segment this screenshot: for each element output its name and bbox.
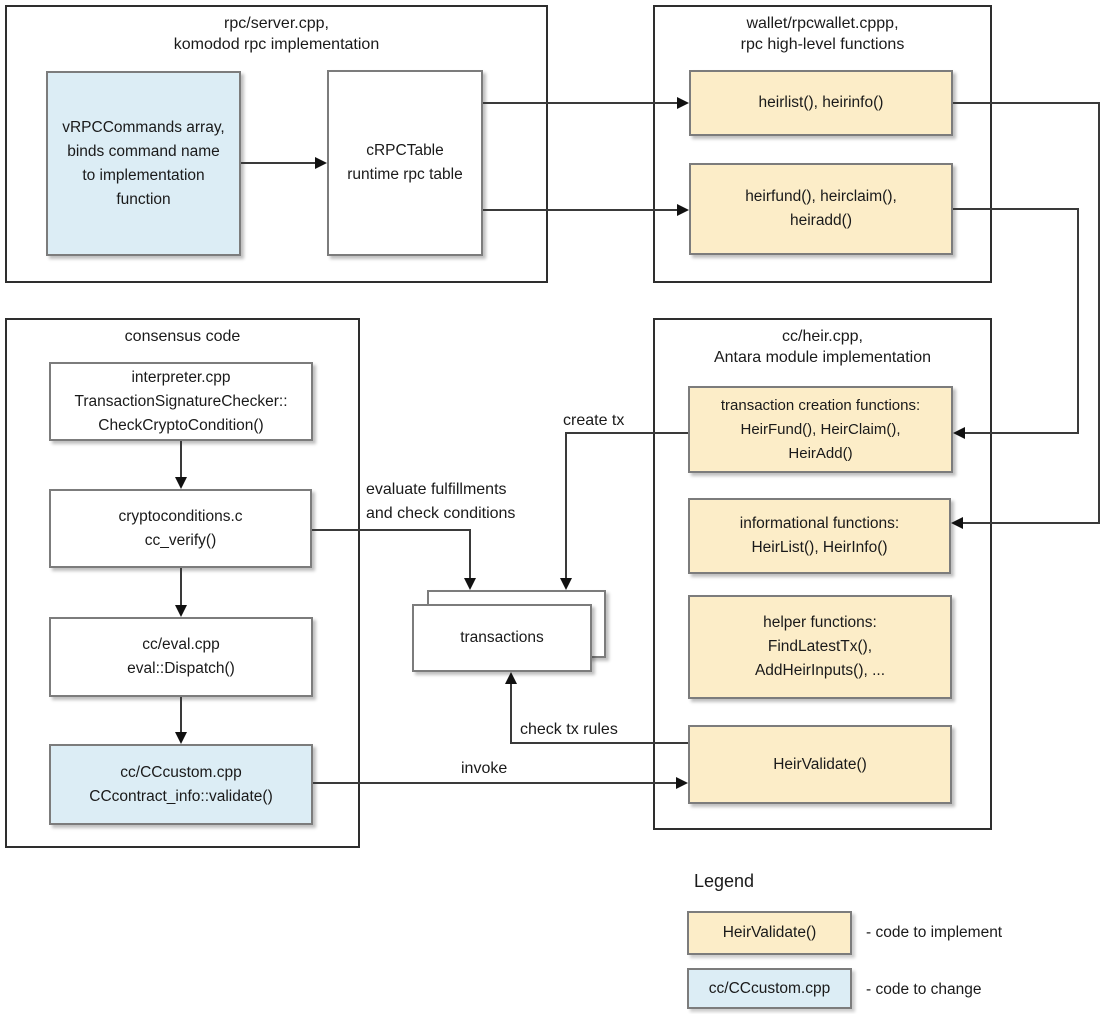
arrowhead [315, 157, 327, 169]
edge-heirlist-down [1098, 102, 1100, 524]
arrowhead [560, 578, 572, 590]
node-transactions: transactions [412, 604, 592, 672]
edge-label-create-tx: create tx [563, 412, 625, 429]
node-vrpccommands: vRPCCommands array, binds command name t… [46, 71, 241, 256]
edge-label-evaluate: evaluate fulfillments and check conditio… [366, 481, 516, 522]
node-cccustom: cc/CCcustom.cpp CCcontract_info::validat… [49, 744, 313, 825]
node-cryptoconditions: cryptoconditions.c cc_verify() [49, 489, 312, 568]
edge-invoke [313, 782, 678, 784]
container-wallet: wallet/rpcwallet.cppp, rpc high-level fu… [653, 5, 992, 283]
edge-heirlist-in [962, 522, 1099, 524]
arrowhead [175, 477, 187, 489]
node-cceval: cc/eval.cpp eval::Dispatch() [49, 617, 313, 697]
edge-label-check-tx-rules: check tx rules [520, 721, 618, 738]
node-txcreation: transaction creation functions: HeirFund… [688, 386, 953, 473]
container-consensus: consensus code [5, 318, 360, 848]
edge-cceval-cccustom [180, 697, 182, 733]
legend-desc-change: - code to change [866, 981, 982, 998]
container-rpc-server: rpc/server.cpp, komodod rpc implementati… [5, 5, 548, 283]
legend-swatch-implement: HeirValidate() [687, 911, 852, 955]
node-informational: informational functions: HeirList(), Hei… [688, 498, 951, 574]
node-heirfund-rpc: heirfund(), heirclaim(), heiradd() [689, 163, 953, 255]
container-rpc-server-title: rpc/server.cpp, komodod rpc implementati… [173, 15, 380, 53]
container-heir-title: cc/heir.cpp, Antara module implementatio… [713, 328, 931, 366]
arrowhead [464, 578, 476, 590]
edge-evaluate-v [469, 529, 471, 579]
node-heirvalidate: HeirValidate() [688, 725, 952, 804]
arrowhead [951, 517, 963, 529]
arrowhead [953, 427, 965, 439]
edge-crypto-cceval [180, 568, 182, 606]
edge-evaluate-h [312, 529, 471, 531]
arrowhead [677, 204, 689, 216]
container-wallet-title: wallet/rpcwallet.cppp, rpc high-level fu… [740, 15, 905, 53]
container-heir: cc/heir.cpp, Antara module implementatio… [653, 318, 992, 830]
arrowhead [505, 672, 517, 684]
edge-checktx-h [511, 742, 688, 744]
node-crpctable: cRPCTable runtime rpc table [327, 70, 483, 256]
legend-desc-implement: - code to implement [866, 924, 1003, 941]
edge-heirfund-out [953, 208, 1079, 210]
edge-heirfund-in [964, 432, 1078, 434]
arrowhead [175, 605, 187, 617]
edge-crpctable-heirfund [483, 209, 678, 211]
node-heirlist-rpc: heirlist(), heirinfo() [689, 70, 953, 136]
edge-createtx-v [565, 432, 567, 579]
edge-createtx-h [566, 432, 688, 434]
arrowhead [677, 97, 689, 109]
arrowhead [175, 732, 187, 744]
edge-checktx-v [510, 683, 512, 744]
container-consensus-title: consensus code [124, 328, 241, 345]
node-interpreter: interpreter.cpp TransactionSignatureChec… [49, 362, 313, 441]
legend-title: Legend [694, 871, 755, 891]
edge-vrpc-crpctable [241, 162, 317, 164]
legend-swatch-change: cc/CCcustom.cpp [687, 968, 852, 1009]
edge-heirfund-down [1077, 208, 1079, 434]
edge-interpreter-crypto [180, 441, 182, 479]
arrowhead [676, 777, 688, 789]
edge-heirlist-out [953, 102, 1099, 104]
node-helper: helper functions: FindLatestTx(), AddHei… [688, 595, 952, 699]
edge-label-invoke: invoke [461, 760, 508, 777]
edge-crpctable-heirlist [483, 102, 678, 104]
